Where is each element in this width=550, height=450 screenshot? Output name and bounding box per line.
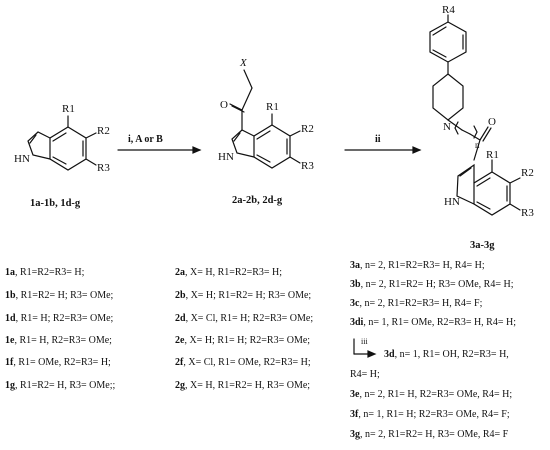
list-item: 3e, n= 2, R1= H, R2=R3= OMe, R4= H;	[350, 389, 513, 400]
indole-1-structure	[27, 115, 97, 171]
list-item: 1a, R1=R2=R3= H;	[5, 267, 85, 278]
list-item: 2b, X= H; R1=R2= H; R3= OMe;	[175, 290, 312, 301]
list-item: 2g, X= H, R1=R2= H, R3= OMe;	[175, 380, 311, 391]
arrow-step-2	[344, 146, 422, 154]
structure-2-label: 2a-2b, 2d-g	[232, 195, 283, 206]
list-item: 1g, R1=R2= H, R3= OMe;;	[5, 380, 116, 391]
n-label: N	[443, 121, 451, 133]
x-label: X	[239, 57, 248, 69]
r2-label: R2	[97, 125, 110, 137]
list-item: 2e, X= H; R1= H; R2=R3= OMe;	[175, 335, 311, 346]
r1-label: R1	[266, 101, 279, 113]
n-subscript: n	[475, 140, 480, 150]
o-label: O	[220, 99, 228, 111]
arrow-step-1	[117, 146, 202, 154]
r3-label: R3	[97, 162, 110, 174]
list-item: 3g, n= 2, R1=R2= H, R3= OMe, R4= F	[350, 429, 509, 440]
target-3-structure	[429, 14, 521, 216]
list-item: 1f, R1= OMe, R2=R3= H;	[5, 357, 111, 368]
nh-label: HN	[218, 151, 234, 163]
r1-label: R1	[486, 149, 499, 161]
r1-label: R1	[62, 103, 75, 115]
list-item: 1d, R1= H; R2=R3= OMe;	[5, 313, 114, 324]
r4-label: R4	[442, 4, 455, 16]
step-1-conditions: i, A or B	[128, 134, 163, 145]
step-2-conditions: ii	[375, 134, 381, 145]
list-item: 1b, R1=R2= H; R3= OMe;	[5, 290, 114, 301]
r3-label: R3	[521, 207, 534, 219]
list-item: 2d, X= Cl, R1= H; R2=R3= OMe;	[175, 313, 314, 324]
list-item: 2a, X= H, R1=R2=R3= H;	[175, 267, 283, 278]
o-label: O	[488, 116, 496, 128]
list-item: 1e, R1= H, R2=R3= OMe;	[5, 335, 112, 346]
list-item: 3f, n= 1, R1= H; R2=R3= OMe, R4= F;	[350, 409, 510, 420]
nh-label: HN	[444, 196, 460, 208]
r3-label: R3	[301, 160, 314, 172]
r2-label: R2	[301, 123, 314, 135]
list-item: 3c, n= 2, R1=R2=R3= H, R4= F;	[350, 298, 483, 309]
list-item: 3d, n= 1, R1= OH, R2=R3= H,	[384, 349, 509, 360]
r2-label: R2	[521, 167, 534, 179]
list-item: 3a, n= 2, R1=R2=R3= H, R4= H;	[350, 260, 485, 271]
list-item: R4= H;	[350, 369, 380, 380]
list-item: 3b, n= 2, R1=R2= H; R3= OMe, R4= H;	[350, 279, 514, 290]
list-item: 3di, n= 1, R1= OMe, R2=R3= H, R4= H;	[350, 317, 516, 328]
arrow-step-3	[353, 338, 377, 358]
acylindole-2-structure	[229, 69, 301, 169]
step-3-conditions: iii	[361, 337, 368, 346]
nh-label: HN	[14, 153, 30, 165]
list-item: 2f, X= Cl, R1= OMe, R2=R3= H;	[175, 357, 311, 368]
structure-1-label: 1a-1b, 1d-g	[30, 198, 81, 209]
structure-3-label: 3a-3g	[470, 240, 495, 251]
